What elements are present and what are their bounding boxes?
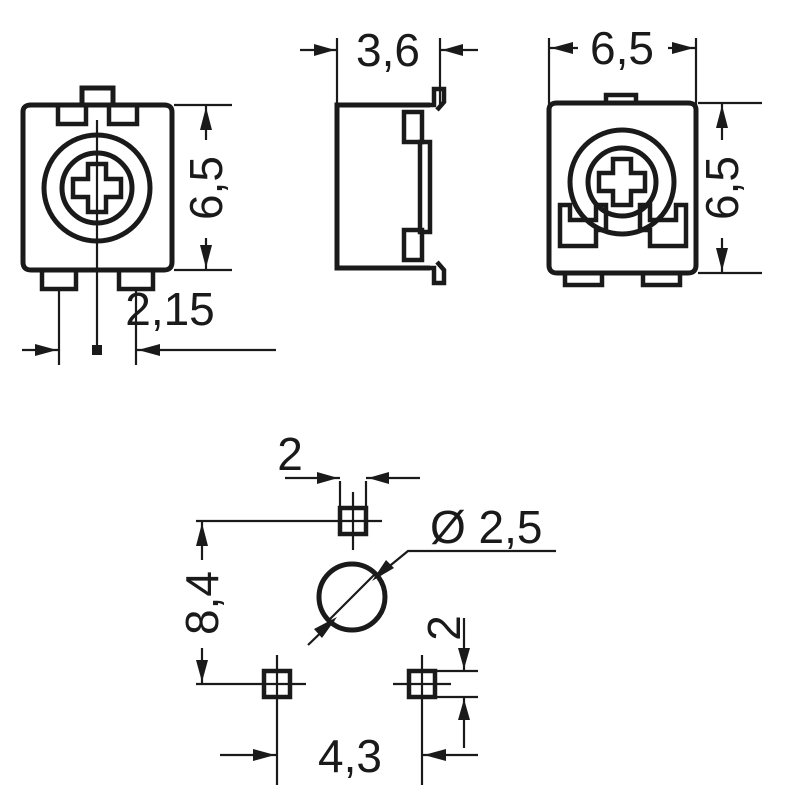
rear-foot-right bbox=[640, 273, 683, 288]
front-top-slot-left bbox=[55, 107, 89, 127]
rear-terminal-right bbox=[637, 202, 689, 249]
footprint-center-hole bbox=[316, 561, 388, 633]
span-v-arrow-top bbox=[196, 523, 208, 546]
span-v-label: 8,4 bbox=[176, 571, 228, 635]
pad-height-arrow-bottom bbox=[458, 699, 470, 720]
side-lead-bottom bbox=[417, 260, 447, 286]
span-h-label: 4,3 bbox=[318, 730, 382, 782]
footprint-pad-bottom-right bbox=[393, 655, 451, 713]
front-pitch-arrow-right bbox=[138, 344, 160, 356]
pad-height-right-dimension: 2 bbox=[418, 615, 478, 748]
pad-width-label: 2 bbox=[277, 428, 303, 480]
pad-span-horizontal-dimension: 4,3 bbox=[220, 713, 478, 785]
front-pitch-arrow-left bbox=[35, 344, 57, 356]
rear-view: 6,5 6,5 bbox=[546, 22, 762, 288]
rear-height-arrow-top bbox=[716, 105, 728, 128]
rear-width-dimension: 6,5 bbox=[547, 22, 698, 105]
rear-terminal-left bbox=[557, 202, 609, 249]
rear-height-arrow-bottom bbox=[716, 248, 728, 271]
rear-width-arrow-left bbox=[551, 42, 573, 54]
rear-height-dimension: 6,5 bbox=[696, 101, 762, 275]
front-top-tab bbox=[79, 85, 116, 107]
front-pin-left bbox=[39, 270, 79, 292]
center-hole-slash bbox=[328, 573, 376, 621]
rear-adjuster-outer-ring bbox=[567, 127, 677, 237]
rear-foot-left bbox=[562, 273, 605, 288]
side-center-rail bbox=[417, 139, 433, 235]
front-pitch-label: 2,15 bbox=[125, 283, 215, 335]
pad-width-arrow-right bbox=[368, 472, 389, 484]
rear-width-label: 6,5 bbox=[590, 22, 654, 74]
pad-width-arrow-left bbox=[317, 472, 338, 484]
side-depth-label: 3,6 bbox=[356, 24, 420, 76]
front-body-outline bbox=[20, 102, 175, 273]
span-h-arrow-left bbox=[253, 749, 275, 761]
pad-span-vertical-dimension: 8,4 bbox=[176, 519, 324, 686]
front-top-slot-right bbox=[106, 107, 140, 127]
side-depth-arrow-right bbox=[442, 44, 463, 56]
footprint-view: Ø 2,5 2 2 bbox=[176, 428, 556, 785]
side-depth-arrow-left bbox=[314, 44, 335, 56]
side-terminal-lower bbox=[401, 227, 425, 263]
front-height-arrow-bottom bbox=[200, 245, 212, 268]
center-hole-circle bbox=[316, 561, 388, 633]
pad-height-arrow-top bbox=[458, 648, 470, 669]
side-view: 3,6 bbox=[300, 24, 478, 286]
front-pin-right bbox=[116, 270, 156, 292]
front-height-arrow-top bbox=[200, 107, 212, 130]
hole-diameter-arrow-lower bbox=[314, 617, 337, 638]
hole-diameter-arrow-upper bbox=[372, 560, 394, 581]
side-body-outline bbox=[334, 102, 430, 271]
front-phillips-slot bbox=[70, 161, 124, 215]
front-height-label: 6,5 bbox=[180, 156, 232, 220]
span-v-arrow-bottom bbox=[196, 660, 208, 682]
front-pin-pitch-dimension: 2,15 bbox=[22, 283, 276, 356]
rear-width-arrow-right bbox=[672, 42, 694, 54]
footprint-pad-bottom-left bbox=[248, 655, 306, 713]
rear-top-tab bbox=[603, 92, 639, 103]
rear-body-outline bbox=[546, 100, 699, 276]
pad-height-label: 2 bbox=[418, 615, 470, 641]
pad-width-top-dimension: 2 bbox=[277, 428, 420, 528]
hole-diameter-dimension: Ø 2,5 bbox=[307, 501, 556, 646]
rear-adjuster-inner-ring bbox=[585, 145, 659, 219]
hole-diameter-label: Ø 2,5 bbox=[430, 501, 543, 553]
front-pitch-center-marker bbox=[92, 345, 102, 355]
span-h-arrow-right bbox=[424, 749, 446, 761]
rear-phillips-slot bbox=[596, 156, 648, 208]
front-view: 6,5 2,15 bbox=[20, 85, 276, 365]
side-depth-dimension: 3,6 bbox=[300, 24, 478, 107]
front-height-dimension: 6,5 bbox=[174, 103, 232, 272]
rear-height-label: 6,5 bbox=[696, 156, 748, 220]
